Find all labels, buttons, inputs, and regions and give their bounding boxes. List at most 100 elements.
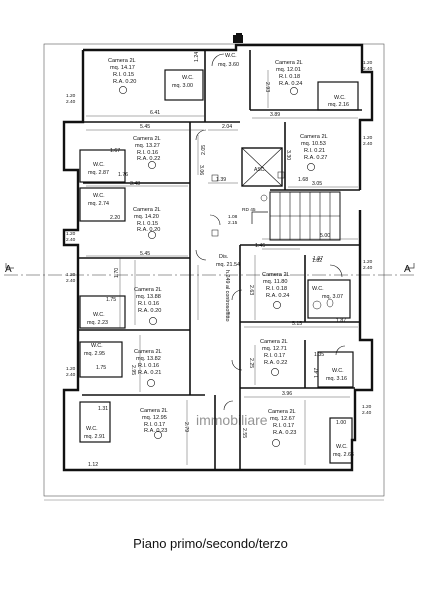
dimension-value: 2.63 (248, 285, 254, 295)
room-ri: R.I. 0.18 (279, 74, 300, 80)
dimension-value: 1.67 (110, 148, 120, 154)
svg-text:1.20: 1.20 (362, 404, 372, 410)
room-name: Camera 2L (108, 58, 136, 64)
dimension-value: 3.89 (270, 112, 280, 118)
plan-border (43, 43, 385, 497)
room-name: Camera 2L (134, 349, 162, 355)
dimension-value: 5.45 (140, 251, 150, 257)
room-ra: R.A. 0.23 (273, 430, 296, 436)
wc-name: W.C. (91, 343, 103, 349)
dimension-value: 3.30 (285, 150, 291, 160)
wc-name: W.C. (182, 75, 194, 81)
room-ri: R.I. 0.18 (266, 286, 287, 292)
dimension-value: 6.41 (150, 110, 160, 116)
room-name: Camera 2L (260, 339, 288, 345)
wc-name: W.C. (93, 193, 105, 199)
svg-text:1.20: 1.20 (363, 135, 373, 141)
dimension-value: 1.82 (312, 258, 322, 264)
wc-area: mq. 2.95 (84, 351, 105, 357)
walls (79, 69, 359, 464)
svg-text:2.40: 2.40 (363, 265, 373, 271)
lift-label: ASC. (254, 167, 266, 173)
wc-labels: W.C. mq. 3.00 W.C. mq. 3.60 W.C. mq. 2.1… (84, 53, 354, 458)
height-marks: 1.20 2.40 1.20 2.40 1.20 2.40 1.20 2.40 … (66, 60, 373, 416)
section-marker-left: A (5, 264, 12, 275)
svg-text:1.20: 1.20 (363, 259, 373, 265)
room-name: Camera 2L (140, 408, 168, 414)
corridor-area: mq. 21.54 (216, 262, 240, 268)
wc-name: W.C. (86, 426, 98, 432)
dimension-value: 2.20 (110, 215, 120, 221)
svg-text:2.40: 2.40 (66, 99, 76, 105)
dimension-value: 1.47 (314, 368, 320, 378)
room-area: mq. 10.53 (301, 141, 326, 147)
room-ra: R.A. 0.24 (266, 293, 289, 299)
room-ri: R.I. 0.17 (264, 353, 285, 359)
floor-plan: A A (4, 33, 417, 501)
room-ri: R.I. 0.16 (138, 363, 159, 369)
room-ra: R.A. 0.24 (279, 81, 302, 87)
dimension-value: 2.05 (201, 145, 207, 155)
stair-note: 1.08 2.15 RD 45 (228, 207, 256, 226)
svg-text:1.20: 1.20 (66, 272, 76, 278)
dimension-value: 2.55 (241, 428, 247, 438)
room-ra: R.A. 0.21 (138, 370, 161, 376)
doors (195, 53, 346, 411)
room-name: Camera 2L (300, 134, 328, 140)
dimension-value: 1.87 (336, 318, 346, 324)
dimension-value: 1.39 (216, 177, 226, 183)
room-name: Camera 2L (268, 409, 296, 415)
dimension-value: 2.95 (130, 365, 136, 375)
dimension-value: 1.68 (298, 177, 308, 183)
fixtures (211, 171, 334, 310)
dimension-value: 1.31 (98, 406, 108, 412)
room-name: Camera 2L (134, 287, 162, 293)
dimension-value: 1.24 (194, 52, 200, 62)
room-area: mq. 12.67 (270, 416, 295, 422)
dimension-value: 1.70 (114, 268, 120, 278)
room-name: Camera 2L (133, 207, 161, 213)
room-ri: R.I. 0.15 (137, 221, 158, 227)
svg-text:2.40: 2.40 (362, 410, 372, 416)
dimension-value: 3.06 (198, 165, 204, 175)
room-area: mq. 12.95 (142, 415, 167, 421)
wc-area: mq. 2.91 (84, 434, 105, 440)
room-ri: R.I. 0.17 (273, 423, 294, 429)
stairs (251, 191, 341, 241)
dimension-value: 1.97 (313, 256, 323, 262)
svg-text:RD 45: RD 45 (242, 207, 256, 213)
dimension-value: 3.05 (312, 181, 322, 187)
room-labels: Camera 2L mq. 14.17 R.I. 0.15 R.A. 0.20 … (108, 58, 328, 436)
north-marker (233, 35, 243, 43)
dimension-value: 5.45 (140, 124, 150, 130)
svg-text:1.20: 1.20 (66, 93, 76, 99)
svg-text:2.40: 2.40 (363, 141, 373, 147)
wc-area: mq. 2.87 (88, 170, 109, 176)
corridor-label: Dis. mq. 21.54 h.249 al controsoffitto (216, 254, 240, 321)
section-marker-right: A (404, 264, 411, 275)
watermark: immobiliare (196, 412, 268, 428)
svg-text:2.40: 2.40 (66, 237, 76, 243)
room-area: mq. 13.82 (136, 356, 161, 362)
room-area: mq. 14.17 (110, 65, 135, 71)
wc-name: W.C. (93, 312, 105, 318)
room-ra: R.A. 0.20 (113, 79, 136, 85)
room-ra: R.A. 0.20 (138, 308, 161, 314)
room-area: mq. 13.27 (135, 143, 160, 149)
dimension-value: 1.76 (118, 172, 128, 178)
svg-text:1.20: 1.20 (363, 60, 373, 66)
walls (78, 50, 362, 470)
plan-caption: Piano primo/secondo/terzo (133, 536, 288, 551)
dimension-value: 2.25 (248, 358, 254, 368)
dimension-values: 6.41 5.45 2.04 3.89 3.48 5.45 1.39 5.00 … (88, 52, 346, 468)
room-ra: R.A. 0.27 (304, 155, 327, 161)
corridor-name: Dis. (219, 254, 228, 260)
svg-text:1.20: 1.20 (66, 366, 76, 372)
wc-area: mq. 3.07 (322, 294, 343, 300)
room-ra: R.A. 0.20 (137, 227, 160, 233)
section-line: A A (4, 263, 417, 276)
dimension-value: 3.96 (282, 391, 292, 397)
wc-area: mq. 2.74 (88, 201, 109, 207)
svg-text:1.20: 1.20 (66, 231, 76, 237)
room-area: mq. 13.88 (136, 294, 161, 300)
